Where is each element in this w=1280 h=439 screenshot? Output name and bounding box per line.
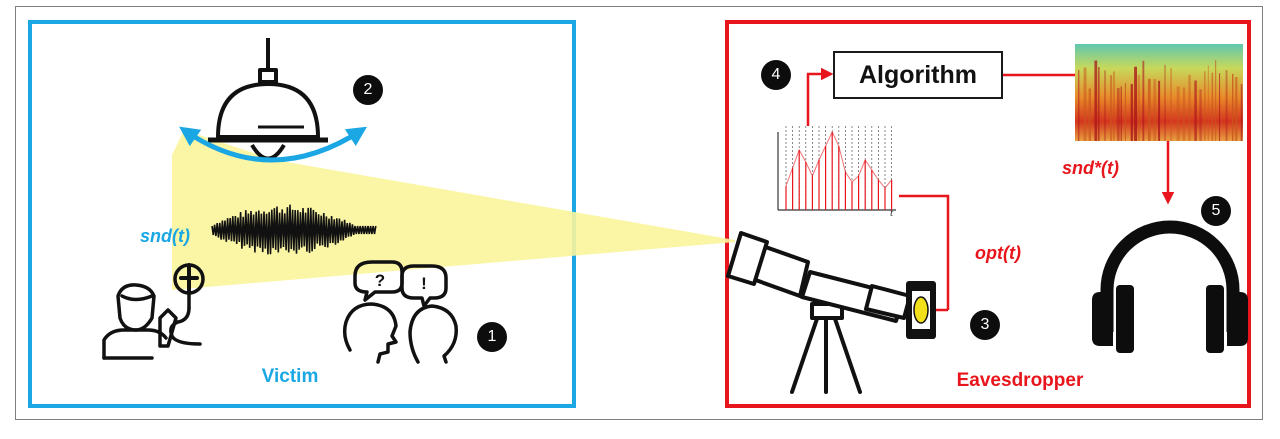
hanging-lamp-icon bbox=[208, 38, 328, 161]
step-badge-4: 4 bbox=[761, 60, 791, 90]
step-badge-1: 1 bbox=[477, 322, 507, 352]
eavesdropper-label: Eavesdropper bbox=[956, 370, 1084, 391]
eavesdropper-panel bbox=[725, 20, 1251, 408]
sampled-signal-plot-icon bbox=[777, 126, 896, 211]
outer-frame bbox=[15, 6, 1263, 420]
algorithm-box: Algorithm bbox=[833, 51, 1003, 99]
step-badge-5: 5 bbox=[1201, 196, 1231, 226]
sound-signal-label: snd(t) bbox=[140, 226, 190, 246]
headphones-icon bbox=[1092, 220, 1248, 353]
swing-arrow-icon bbox=[179, 126, 368, 163]
spectrogram-icon bbox=[1075, 44, 1243, 141]
telescope-icon bbox=[726, 231, 912, 394]
question-mark-icon: ? bbox=[375, 271, 385, 290]
plot-to-algorithm-arrow bbox=[806, 67, 834, 126]
recovered-signal-label: snd*(t) bbox=[1062, 158, 1119, 178]
sound-wave-icon bbox=[211, 204, 377, 255]
people-talking-icon bbox=[342, 260, 458, 364]
phone-caller-icon bbox=[102, 263, 205, 360]
sensor-icon bbox=[906, 281, 936, 339]
sensor-to-plot-line bbox=[899, 194, 950, 310]
step-badge-2: 2 bbox=[353, 75, 383, 105]
step-badge-3: 3 bbox=[970, 310, 1000, 340]
plot-time-axis-label: t bbox=[890, 207, 894, 219]
exclamation-mark-icon: ! bbox=[421, 274, 427, 293]
victim-label: Victim bbox=[261, 366, 319, 387]
optical-signal-label: opt(t) bbox=[975, 243, 1021, 263]
